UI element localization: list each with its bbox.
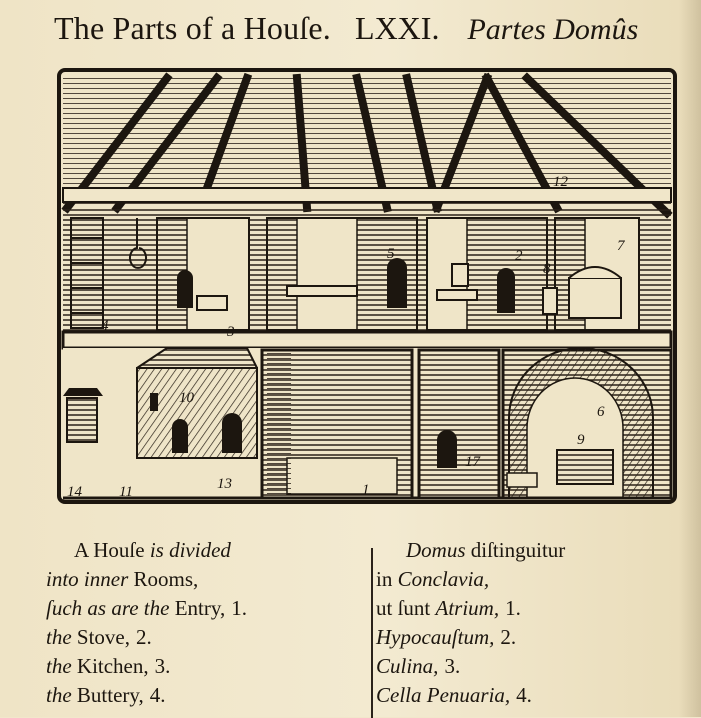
- plate-number: 13: [217, 476, 232, 492]
- plate-number: 4: [101, 318, 109, 334]
- latin-line-3: ut ſunt Atrium,1.: [376, 596, 521, 620]
- plate-number: 2: [515, 248, 523, 264]
- chapter-number: LXXI.: [355, 10, 440, 46]
- plate-number: 9: [577, 432, 585, 448]
- title-latin: Partes Domûs: [467, 13, 639, 46]
- plate-number: 5: [387, 246, 395, 262]
- english-line-5: the Kitchen,3.: [46, 654, 171, 678]
- plate-number: 11: [119, 484, 133, 500]
- page-gutter-shadow: [679, 0, 701, 717]
- plate-number: 12: [553, 174, 569, 190]
- plate-number: 17: [465, 454, 482, 470]
- column-divider: [371, 548, 373, 718]
- english-column: A Houſe is divided into inner Rooms, ſuc…: [44, 536, 364, 710]
- plate-number: 10: [179, 390, 195, 406]
- title-english: The Parts of a Houſe.: [54, 10, 332, 46]
- latin-line-6: Cella Penuaria,4.: [376, 683, 532, 707]
- plate-number: 14: [67, 484, 83, 500]
- english-line-6: the Buttery,4.: [46, 683, 166, 707]
- plate-number: 8: [543, 261, 551, 277]
- woodcut-illustration: 12 7 5 2 8 4 3 6 9 10 11 13 14 17 1: [57, 68, 677, 504]
- latin-line-2: in Conclavia,: [376, 567, 490, 591]
- latin-line-1: Domus diſtinguitur: [406, 538, 566, 562]
- english-line-4: the Stove,2.: [46, 625, 152, 649]
- plate-number: 1: [362, 482, 370, 498]
- latin-line-4: Hypocauſtum,2.: [376, 625, 517, 649]
- page-header: The Parts of a Houſe. LXXI. Partes Domûs: [54, 10, 694, 54]
- english-line-1: A Houſe is divided: [74, 538, 231, 562]
- plate-number: 7: [617, 238, 626, 254]
- plate-number: 6: [597, 404, 605, 420]
- english-line-2: into inner Rooms,: [46, 567, 199, 591]
- english-line-3: ſuch as are the Entry,1.: [46, 596, 247, 620]
- plate-number: 3: [226, 324, 235, 340]
- latin-column: Domus diſtinguitur in Conclavia, ut ſunt…: [376, 536, 696, 710]
- latin-line-5: Culina,3.: [376, 654, 461, 678]
